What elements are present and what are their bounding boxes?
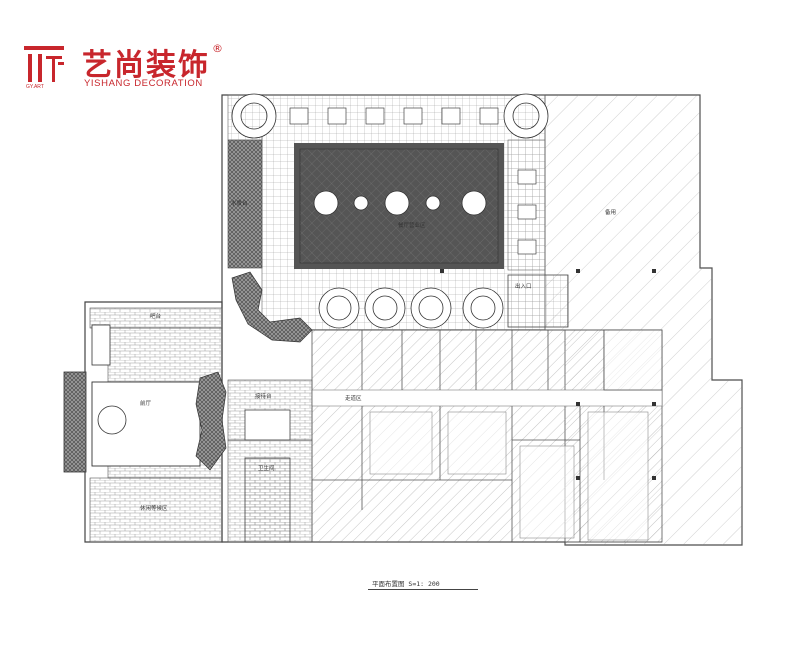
- label-bar: 吧台: [150, 312, 162, 320]
- garden-strip: [227, 139, 263, 269]
- round-tables: [97, 93, 549, 435]
- brand-logo: GY.ART 艺尚装饰 ® YISHANG DECORATION: [22, 40, 223, 95]
- label-garden: 水景台: [231, 199, 248, 207]
- brand-name-cn: 艺尚装饰: [82, 48, 210, 83]
- label-entrance: 出入口: [515, 282, 532, 290]
- brand-mark-icon: [24, 46, 64, 82]
- label-corridor: 走道区: [345, 394, 362, 402]
- label-dining-area: 餐厅营业区: [398, 221, 426, 229]
- label-reception: 接待台: [255, 392, 272, 400]
- label-reserve: 备用: [605, 208, 616, 216]
- label-toilet: 卫生间: [258, 464, 275, 472]
- plan-caption: 平面布置图 S=1: 200: [372, 580, 440, 588]
- brand-side-text: GY.ART: [26, 84, 44, 90]
- entrance-block: [507, 274, 569, 328]
- corridor-band: [311, 389, 663, 407]
- registered-mark: ®: [212, 42, 223, 55]
- brand-name-en: YISHANG DECORATION: [84, 78, 203, 89]
- label-lobby: 前厅: [140, 399, 152, 407]
- label-lounge: 休闲等候区: [140, 504, 168, 512]
- caption-underline: [368, 589, 478, 590]
